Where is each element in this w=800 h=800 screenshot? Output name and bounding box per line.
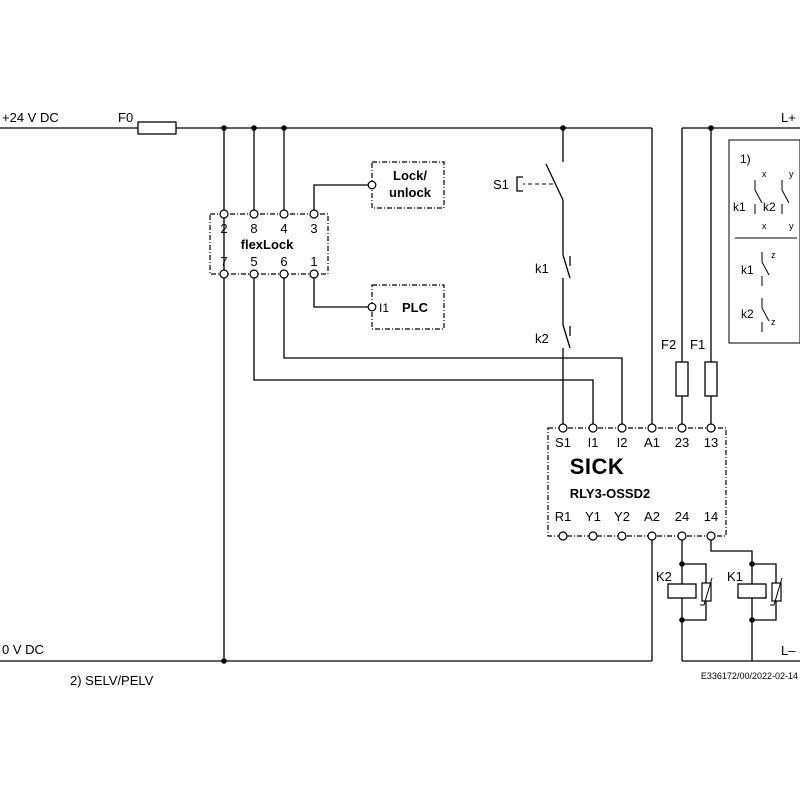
fuse-f2-label: F2 xyxy=(661,337,676,352)
flexlock-pin-7: 7 xyxy=(220,254,227,269)
k2-contact xyxy=(562,324,571,349)
flexlock-pin-8: 8 xyxy=(250,221,257,236)
legend-k1-xy: k1 xyxy=(733,200,746,214)
relay-pin-14: 14 xyxy=(704,509,718,524)
legend-y-bottom: y xyxy=(789,221,794,231)
coil-k2-circuit xyxy=(667,540,713,661)
plc-box xyxy=(367,284,445,330)
fuse-f0 xyxy=(137,121,177,135)
flexlock-pin-5: 5 xyxy=(250,254,257,269)
reset-chain xyxy=(516,128,571,428)
legend-k2-z: k2 xyxy=(741,307,754,321)
lock-unlock-box xyxy=(367,161,445,209)
relay-pin-24: 24 xyxy=(675,509,689,524)
k1-contact xyxy=(562,254,571,279)
varistor-k1 xyxy=(771,582,782,602)
relay-pin-i2: I2 xyxy=(617,435,628,450)
legend-k1-z: k1 xyxy=(741,263,754,277)
coil-k1 xyxy=(737,583,767,599)
legend-k2-xy: k2 xyxy=(763,200,776,214)
legend-x-top: x xyxy=(762,169,767,179)
coil-k1-label: K1 xyxy=(727,569,743,584)
l-plus-label: L+ xyxy=(781,110,796,125)
plc-label: PLC xyxy=(402,300,429,315)
fuse-f0-label: F0 xyxy=(118,110,133,125)
relay-pin-y1: Y1 xyxy=(585,509,601,524)
lock-unlock-line1: Lock/ xyxy=(393,168,427,183)
flexlock-pin-6: 6 xyxy=(280,254,287,269)
legend-note: 1) xyxy=(740,152,751,166)
contact-legend xyxy=(728,139,800,344)
flexlock-pin-3: 3 xyxy=(310,221,317,236)
relay-model: RLY3-OSSD2 xyxy=(570,486,650,501)
fuse-f1-label: F1 xyxy=(690,337,705,352)
safety-relay-module xyxy=(547,423,727,541)
fuse-f1 xyxy=(704,361,718,397)
relay-pin-s1: S1 xyxy=(555,435,571,450)
relay-pin-a1: A1 xyxy=(644,435,660,450)
s1-contact xyxy=(545,163,564,201)
plc-input-label: I1 xyxy=(379,301,389,315)
supply-positive-label: +24 V DC xyxy=(2,110,59,125)
lock-unlock-line2: unlock xyxy=(389,185,432,200)
flexlock-module xyxy=(209,209,329,279)
relay-pin-23: 23 xyxy=(675,435,689,450)
flexlock-pin-1: 1 xyxy=(310,254,317,269)
relay-pin-13: 13 xyxy=(704,435,718,450)
supply-negative-label: 0 V DC xyxy=(2,642,44,657)
k1-label: k1 xyxy=(535,261,549,276)
varistor-k2 xyxy=(701,582,712,602)
coil-k2-label: K2 xyxy=(656,569,672,584)
fuse-f2 xyxy=(675,361,689,397)
sick-logo: SICK xyxy=(570,454,625,479)
supply-rail-positive xyxy=(0,121,653,428)
legend-x-bottom: x xyxy=(762,221,767,231)
flexlock-pin-4: 4 xyxy=(280,221,287,236)
flexlock-pin-2: 2 xyxy=(220,221,227,236)
legend-y-top: y xyxy=(789,169,794,179)
supply-rail-negative xyxy=(0,536,653,662)
relay-pin-y2: Y2 xyxy=(614,509,630,524)
legend-z-2: z xyxy=(771,317,776,327)
relay-pin-i1: I1 xyxy=(588,435,599,450)
coil-k2 xyxy=(667,583,697,599)
relay-pin-a2: A2 xyxy=(644,509,660,524)
legend-z-1: z xyxy=(771,250,776,260)
document-id: E336172/00/2022-02-14 xyxy=(701,671,798,681)
s1-label: S1 xyxy=(493,177,509,192)
relay-pin-r1: R1 xyxy=(555,509,572,524)
l-minus-label: L– xyxy=(781,643,796,658)
coil-k1-circuit xyxy=(710,540,783,661)
flexlock-wiring xyxy=(221,125,623,664)
k2-label: k2 xyxy=(535,331,549,346)
footnote-selv-pelv: 2) SELV/PELV xyxy=(70,673,154,688)
flexlock-title: flexLock xyxy=(241,237,295,252)
